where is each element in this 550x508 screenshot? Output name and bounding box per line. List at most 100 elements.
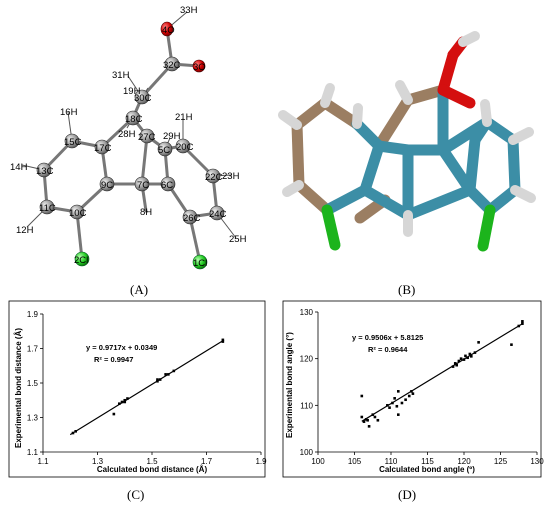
y-axis-title: Experimental bond angle (°) [285, 332, 294, 438]
x-tick-label: 120 [457, 457, 471, 466]
svg-text:27C: 27C [138, 132, 156, 143]
data-point [510, 343, 513, 346]
atoms [36, 21, 225, 270]
svg-text:10C: 10C [69, 208, 87, 219]
data-point [407, 394, 411, 398]
data-point [517, 324, 521, 328]
svg-text:7C: 7C [137, 180, 149, 191]
data-point [221, 340, 225, 343]
data-point [167, 373, 170, 376]
svg-text:15C: 15C [64, 137, 82, 148]
x-tick-label: 1.7 [201, 457, 213, 466]
data-point [376, 418, 380, 422]
svg-text:13C: 13C [36, 166, 54, 177]
atom-labels: 33H 4O 31H 32C 3O 19H 30C 16H 18C 21H 15… [10, 5, 247, 269]
data-point [371, 413, 375, 416]
panel-label-b: (B) [398, 282, 416, 297]
data-point [360, 394, 364, 398]
data-point [464, 354, 467, 358]
y-tick-label: 1.5 [27, 379, 39, 388]
molecule-stick-model [278, 31, 536, 252]
data-point [360, 415, 364, 419]
data-point [470, 355, 473, 358]
data-point [123, 400, 127, 404]
svg-text:19H: 19H [123, 86, 141, 97]
svg-text:26C: 26C [183, 213, 201, 224]
data-point [156, 379, 159, 383]
data-point [451, 365, 455, 368]
y-tick-label: 1.7 [27, 345, 39, 354]
svg-text:23H: 23H [222, 171, 240, 182]
svg-text:11C: 11C [39, 203, 56, 214]
svg-text:25H: 25H [229, 234, 247, 245]
molecule-ortep-diagram: 33H 4O 31H 32C 3O 19H 30C 16H 18C 21H 15… [10, 5, 247, 270]
y-tick-label: 100 [300, 448, 314, 457]
data-point [367, 425, 371, 428]
svg-text:21H: 21H [175, 112, 193, 123]
data-point [462, 358, 466, 361]
panel-label-a: (A) [130, 282, 149, 297]
svg-text:31H: 31H [112, 70, 130, 81]
data-point [120, 400, 124, 404]
data-point [397, 390, 400, 393]
trendline [69, 340, 224, 436]
data-point [397, 413, 400, 416]
y-tick-label: 1.9 [27, 310, 39, 319]
chart-border [8, 300, 266, 478]
data-point [156, 378, 159, 381]
r-squared: R² = 0.9644 [368, 345, 408, 354]
data-point [123, 398, 127, 402]
svg-text:29H: 29H [163, 131, 181, 142]
chart-border [282, 300, 542, 478]
data-point [362, 420, 366, 423]
svg-text:2Cl: 2Cl [74, 255, 88, 266]
data-point [477, 341, 480, 344]
data-point [393, 397, 396, 400]
data-point [453, 362, 457, 365]
data-point [221, 338, 225, 342]
svg-text:1Cl: 1Cl [193, 258, 207, 269]
panel-label-c: (C) [127, 487, 145, 502]
data-point [459, 357, 463, 360]
x-tick-label: 125 [494, 457, 508, 466]
x-tick-label: 105 [348, 457, 362, 466]
x-tick-label: 1.5 [146, 457, 158, 466]
x-axis-title: Calculated bond distance (Å) [97, 465, 208, 474]
data-point [71, 431, 75, 435]
svg-text:32C: 32C [163, 60, 181, 71]
data-point [521, 322, 524, 325]
svg-text:22C: 22C [205, 172, 223, 183]
data-point [74, 430, 77, 433]
data-point [172, 369, 176, 373]
data-point [410, 390, 413, 393]
x-tick-label: 110 [385, 457, 398, 466]
data-point [473, 351, 477, 354]
svg-text:30C: 30C [134, 93, 152, 104]
data-point [391, 401, 394, 405]
data-point [366, 418, 369, 422]
data-point [118, 402, 121, 405]
data-point [388, 406, 391, 409]
x-tick-label: 1.1 [37, 457, 49, 466]
regression-equation: y = 0.9717x + 0.0349 [86, 343, 157, 352]
panel-label-d: (D) [398, 487, 417, 502]
data-point [400, 401, 404, 405]
y-tick-label: 1.3 [27, 414, 39, 423]
data-point [521, 320, 524, 323]
svg-text:20C: 20C [176, 142, 194, 153]
y-axis-title: Experimental bond distance (Å) [14, 328, 23, 448]
regression-equation: y = 0.9506x + 5.8125 [352, 333, 423, 342]
data-point [364, 418, 368, 421]
data-point [457, 359, 461, 363]
svg-text:16H: 16H [60, 107, 78, 118]
data-point [373, 415, 377, 419]
svg-text:18C: 18C [125, 114, 143, 125]
svg-text:14H: 14H [10, 162, 28, 173]
y-tick-label: 110 [300, 401, 313, 410]
svg-text:9C: 9C [101, 180, 113, 191]
svg-text:17C: 17C [94, 143, 112, 154]
x-tick-label: 130 [530, 457, 544, 466]
y-tick-label: 1.1 [27, 448, 39, 457]
